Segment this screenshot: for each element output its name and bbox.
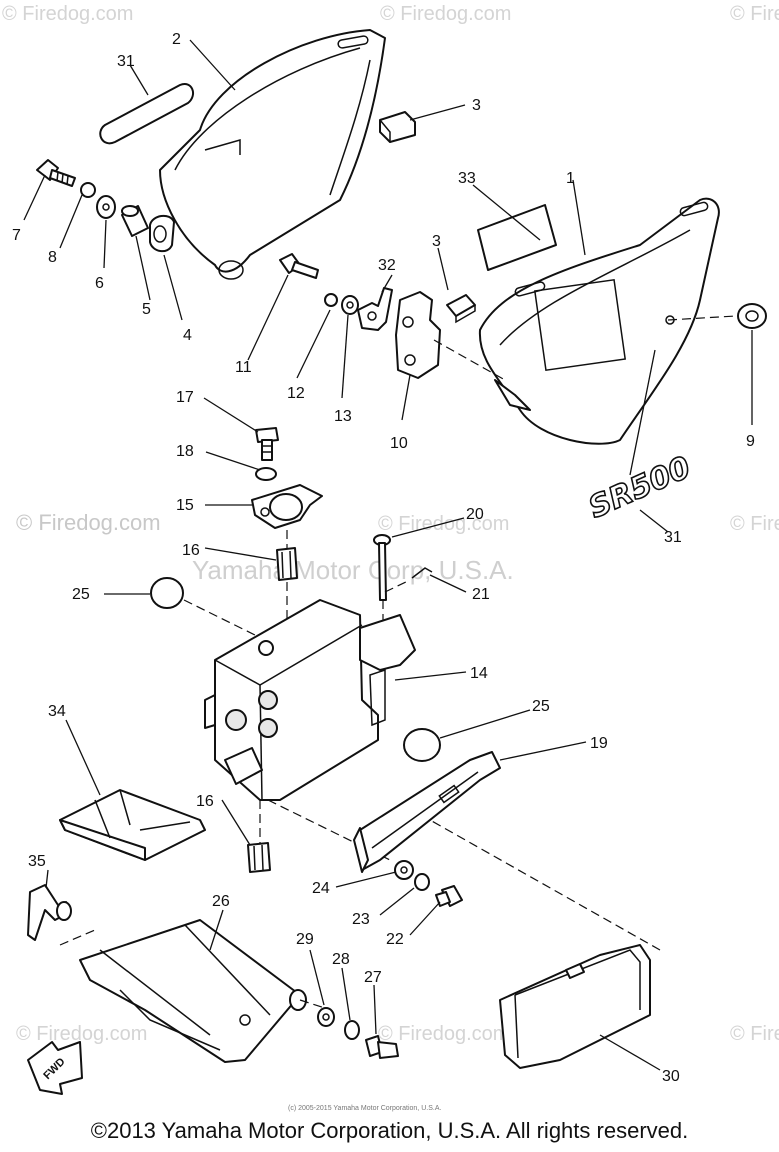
- part-washer-8: [80, 182, 96, 198]
- part-bolt-27: [365, 1035, 399, 1059]
- part-clamp-35: [27, 884, 96, 946]
- callout-7: 7: [12, 227, 21, 244]
- part-damper-upper: [379, 111, 416, 143]
- callout-6: 6: [95, 275, 104, 292]
- part-damper-lower: [446, 294, 476, 324]
- part-washer-29: [317, 1007, 335, 1027]
- callout-numbers: 2 31 3 33 1 3 7 8 6 5 4 11 12 13 32 10 9…: [12, 31, 755, 1085]
- watermark-mid-left: © Firedog.com: [16, 510, 161, 535]
- copyright-footer: ©2013 Yamaha Motor Corporation, U.S.A. A…: [90, 1118, 689, 1143]
- part-washer-18: [255, 467, 277, 481]
- part-battery-box-14: [204, 599, 416, 861]
- part-holder-10: [395, 291, 506, 381]
- callout-21: 21: [472, 586, 490, 603]
- part-clip-21: [384, 567, 433, 593]
- part-washer-12: [324, 293, 338, 307]
- fwd-arrow-icon: FWD: [27, 1041, 83, 1095]
- callout-26: 26: [212, 893, 230, 910]
- callout-35: 35: [28, 853, 46, 870]
- callout-20: 20: [466, 506, 484, 523]
- leader-lines: [23, 39, 753, 1071]
- callout-23: 23: [352, 911, 370, 928]
- part-bolt-7: [36, 159, 76, 187]
- watermark-bottom-center: © Firedog.com: [378, 1023, 509, 1045]
- callout-5: 5: [142, 301, 151, 318]
- part-bush-16-upper: [276, 530, 298, 620]
- part-washer-6: [96, 195, 116, 219]
- part-washer-23: [414, 873, 430, 891]
- part-emblem-strip: [99, 83, 195, 145]
- watermark-center: Yamaha Motor Corp, U.S.A.: [192, 555, 514, 585]
- part-bolt-11: [279, 253, 319, 279]
- callout-14: 14: [470, 665, 488, 682]
- part-grommet-4: [149, 214, 175, 253]
- callout-11: 11: [235, 359, 252, 376]
- watermark-bottom-left: © Firedog.com: [16, 1023, 147, 1045]
- callout-24: 24: [312, 880, 330, 897]
- emblem-text: SR500: [584, 450, 696, 526]
- part-bracket-19: [353, 751, 501, 873]
- callout-2: 2: [172, 31, 181, 48]
- callout-29: 29: [296, 931, 314, 948]
- part-grommet-25-upper: [150, 577, 256, 636]
- callout-33: 33: [458, 170, 476, 187]
- callout-19: 19: [590, 735, 608, 752]
- part-washer-28: [344, 1020, 360, 1040]
- part-cover-30: [429, 819, 661, 1069]
- watermark-layer: © Firedog.com © Firedog.com © Firedog.co…: [2, 3, 779, 1045]
- callout-9: 9: [746, 433, 755, 450]
- part-battery-band-34: [59, 789, 206, 861]
- fine-print: (c) 2005-2015 Yamaha Motor Corporation, …: [288, 1105, 441, 1112]
- callout-30: 30: [662, 1068, 680, 1085]
- callout-16-upper: 16: [182, 542, 200, 559]
- callout-27: 27: [364, 969, 382, 986]
- part-washer-13: [341, 295, 359, 315]
- callout-32: 32: [378, 257, 396, 274]
- watermark-top-right: © Firedog.com: [730, 3, 779, 25]
- part-cap-15: [251, 484, 323, 529]
- callout-17: 17: [176, 389, 194, 406]
- callout-12: 12: [287, 385, 305, 402]
- part-grommet-9: [665, 303, 767, 329]
- part-screw-17: [255, 427, 279, 461]
- part-label-33: [477, 204, 557, 271]
- watermark-bottom-right: © Firedog.com: [730, 1023, 779, 1045]
- part-washer-24: [394, 860, 414, 880]
- callout-28: 28: [332, 951, 350, 968]
- callout-31-upper: 31: [117, 53, 135, 70]
- callout-3-lower: 3: [432, 233, 441, 250]
- part-emblem-31: SR500: [583, 449, 697, 526]
- callout-15: 15: [176, 497, 194, 514]
- callout-31-lower: 31: [664, 529, 682, 546]
- watermark-top-left: © Firedog.com: [2, 3, 133, 25]
- watermark-top-center: © Firedog.com: [380, 3, 511, 25]
- callout-3-upper: 3: [472, 97, 481, 114]
- callout-16-lower: 16: [196, 793, 214, 810]
- part-grommet-25-lower: [403, 728, 441, 762]
- part-bracket-32: [357, 287, 393, 331]
- callout-22: 22: [386, 931, 404, 948]
- callout-13: 13: [334, 408, 352, 425]
- callout-1: 1: [566, 170, 575, 187]
- part-tool-box-26: [79, 919, 326, 1063]
- part-collar-5: [121, 205, 149, 237]
- part-left-side-cover: [159, 29, 386, 280]
- callout-8: 8: [48, 249, 57, 266]
- callout-25-lower: 25: [532, 698, 550, 715]
- callout-4: 4: [183, 327, 192, 344]
- callout-34: 34: [48, 703, 66, 720]
- watermark-mid-right: © Firedog.com: [730, 513, 779, 535]
- callout-10: 10: [390, 435, 408, 452]
- callout-25-upper: 25: [72, 586, 90, 603]
- part-bush-16-lower: [247, 800, 271, 873]
- callout-18: 18: [176, 443, 194, 460]
- part-right-side-cover: [478, 197, 720, 445]
